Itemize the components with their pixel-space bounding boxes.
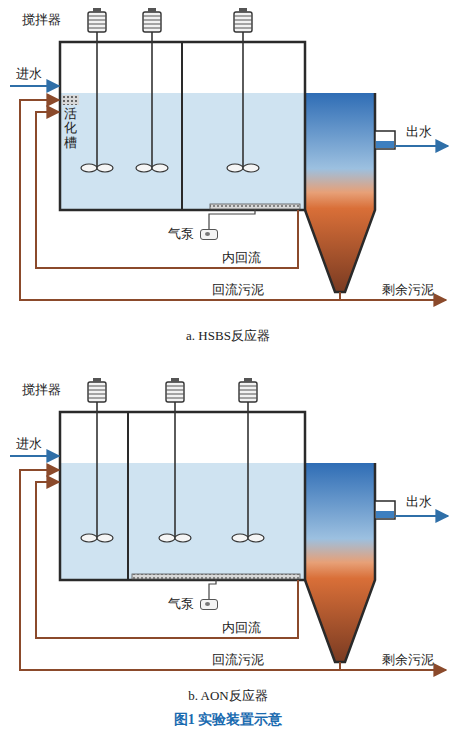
return-sludge-line xyxy=(20,100,340,300)
pump-icon xyxy=(200,229,218,240)
diagram-label: 剩余污泥 xyxy=(382,282,434,297)
diagram-label: 进水 xyxy=(16,436,42,451)
partition xyxy=(127,412,129,580)
partition xyxy=(181,42,183,210)
pump-label: 气泵 xyxy=(168,596,194,611)
clarifier-wall xyxy=(305,93,375,292)
reactor-drawing xyxy=(10,8,448,300)
diagram-label: 回流污泥 xyxy=(212,282,264,297)
inflow-arrow xyxy=(10,455,59,457)
clarifier-sludge xyxy=(305,463,375,662)
aerator xyxy=(132,574,300,579)
diagram-label: 回流污泥 xyxy=(212,652,264,667)
diagram-label: 进水 xyxy=(16,66,42,81)
inflow-arrow xyxy=(10,85,59,87)
diagram-label: 搅拌器 xyxy=(22,12,61,27)
aerator xyxy=(210,204,300,209)
stirrer xyxy=(136,8,168,172)
waste-sludge-line xyxy=(340,669,446,671)
diagram-label: 内回流 xyxy=(222,620,261,635)
return-sludge-line xyxy=(20,470,340,670)
clarifier-wall xyxy=(305,463,375,662)
stirrer xyxy=(227,8,259,172)
outflow-arrow xyxy=(395,515,448,517)
stirrer xyxy=(81,8,113,172)
reactor-drawing xyxy=(10,378,448,670)
clarifier-sludge xyxy=(305,93,375,292)
diagram-label: 出水 xyxy=(406,124,432,139)
air-pipe xyxy=(209,579,216,599)
air-pipe xyxy=(209,209,255,229)
subfigure-caption: a. HSBS反应器 xyxy=(0,328,456,343)
pump-label: 气泵 xyxy=(168,226,194,241)
waste-sludge-line xyxy=(340,299,446,301)
vertical-label: 活化槽 xyxy=(64,107,77,150)
outflow-arrow xyxy=(395,145,448,147)
air-pump: 气泵 xyxy=(200,229,218,240)
media-layer xyxy=(62,95,79,105)
outlet-weir xyxy=(375,131,395,149)
figure-caption: 图1 实验装置示意 xyxy=(0,712,456,727)
stirrer xyxy=(81,378,113,542)
stirrer xyxy=(232,378,264,542)
air-pump: 气泵 xyxy=(200,599,218,610)
stirrer xyxy=(159,378,191,542)
diagram-label: 出水 xyxy=(406,494,432,509)
internal-recycle-line xyxy=(36,482,298,638)
diagram-label: 搅拌器 xyxy=(22,382,61,397)
pump-icon xyxy=(200,599,218,610)
activation-tank: 活化槽 xyxy=(62,95,79,153)
subfigure-caption: b. AON反应器 xyxy=(0,688,456,703)
outlet-weir xyxy=(375,501,395,519)
diagram-label: 内回流 xyxy=(222,250,261,265)
diagram-label: 剩余污泥 xyxy=(382,652,434,667)
